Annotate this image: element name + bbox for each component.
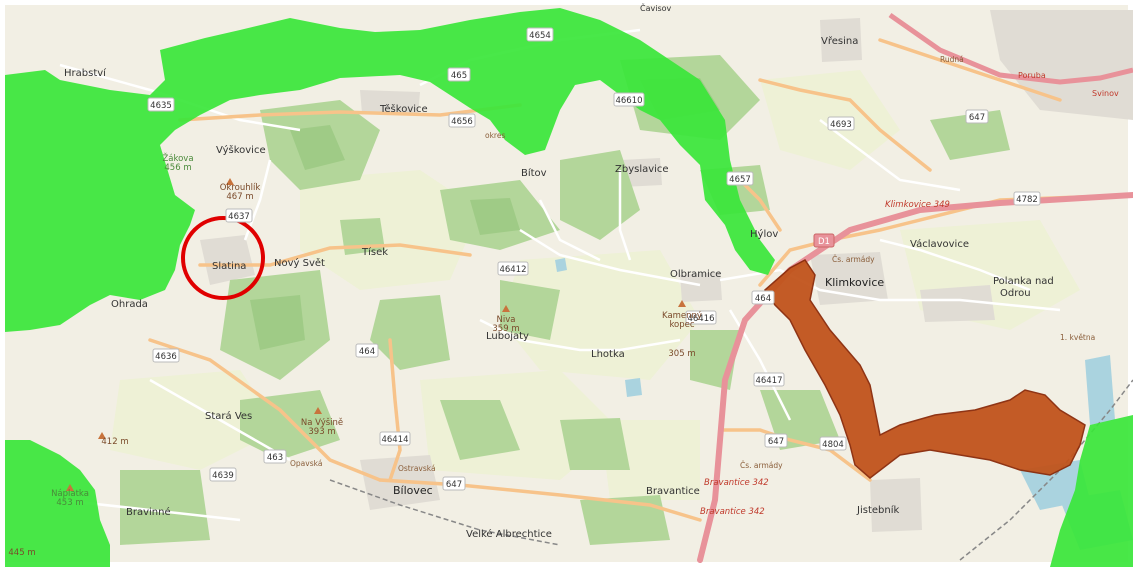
peak-niva-height: 359 m: [492, 324, 519, 334]
place-lhotka: Lhotka: [591, 349, 625, 360]
place-klimkovice: Klimkovice: [825, 276, 884, 289]
peak-kamenny-name2: kopec: [669, 320, 694, 330]
road-463: 463: [267, 453, 283, 463]
motorway-north: [888, 12, 1133, 85]
place-bravantice: Bravantice: [646, 486, 700, 497]
peak-niva-name: Niva: [497, 315, 516, 325]
road-464: 464: [359, 347, 375, 357]
peak-markers: [66, 178, 686, 491]
road-46412: 46412: [499, 265, 526, 275]
place-zbyslavice: Zbyslavice: [615, 164, 669, 175]
label-rudna: Rudná: [940, 55, 964, 64]
road-4657: 4657: [729, 175, 751, 185]
road-shields: [147, 27, 1041, 491]
label-cs-armady-south: Čs. armády: [740, 461, 783, 470]
road-4637: 4637: [228, 212, 250, 222]
road-number-labels: 4635 465 4654 4656 46610 4637 46412 4657…: [150, 31, 1038, 490]
place-polanka-line1: Polanka nad: [993, 276, 1054, 287]
road-4693: 4693: [830, 120, 852, 130]
peak-kamenny-name: Kamenný: [662, 311, 702, 321]
place-slatina: Slatina: [212, 261, 246, 272]
place-cavisov: Čavisov: [640, 2, 672, 13]
label-klimkovice-349: Klimkovice 349: [885, 200, 950, 210]
place-polanka-line2: Odrou: [1000, 288, 1031, 299]
peak-navysine-height: 393 m: [308, 427, 335, 437]
place-bravinne: Bravinné: [126, 506, 171, 518]
road-464x: 464: [755, 294, 771, 304]
place-hylov: Hýlov: [750, 228, 778, 240]
peak-412: 412 m: [101, 437, 128, 447]
road-4654: 4654: [529, 31, 551, 41]
place-bilovec: Bílovec: [393, 484, 433, 497]
place-vresina: Vřesina: [821, 35, 858, 47]
road-46417: 46417: [755, 376, 782, 386]
peak-okrouhlik-height: 467 m: [226, 192, 253, 202]
place-lubojaty: Lubojaty: [486, 331, 529, 342]
label-cs-armady-north: Čs. armády: [832, 255, 875, 264]
small-labels: Klimkovice 349 Bravantice 342 Bravantice…: [290, 55, 1119, 517]
place-teskovice: Těškovice: [379, 103, 428, 115]
label-kvetna: 1. května: [1060, 333, 1095, 342]
place-velke-albrechtice: Velké Albrechtice: [466, 528, 552, 540]
slatina-circle-marker[interactable]: [181, 216, 265, 300]
place-stara-ves: Stará Ves: [205, 410, 252, 422]
peak-445: 445 m: [8, 548, 35, 558]
place-olbramice: Olbramice: [670, 269, 721, 280]
highlight-green-north[interactable]: [5, 8, 775, 332]
road-46416: 46416: [687, 314, 714, 324]
road-647-east: 647: [768, 437, 784, 447]
place-labels: Hrabství Výškovice Těškovice Slatina Nov…: [64, 2, 1054, 540]
label-ostravska: Ostravská: [398, 464, 436, 473]
label-bravantice-342b: Bravantice 342: [700, 507, 765, 517]
road-647-north: 647: [969, 113, 985, 123]
road-4656: 4656: [451, 117, 473, 127]
highlight-green-southwest[interactable]: [5, 440, 110, 567]
road-4635: 4635: [150, 101, 172, 111]
road-4782: 4782: [1016, 195, 1038, 205]
label-opavska: Opavská: [290, 459, 322, 468]
peak-naplacka-name: Náplatka: [51, 489, 89, 499]
road-46610: 46610: [615, 96, 642, 106]
label-okres: okres: [485, 131, 505, 140]
railway-east: [959, 379, 1133, 561]
road-4639: 4639: [212, 471, 234, 481]
railway-bilovec: [329, 479, 561, 546]
place-tisek: Tísek: [361, 246, 388, 258]
place-hrabstvi: Hrabství: [64, 67, 107, 79]
peak-zakova-name: Žákova: [162, 152, 193, 164]
peak-kamenny-height: 305 m: [668, 349, 695, 359]
road-465: 465: [451, 71, 467, 81]
road-4804: 4804: [822, 440, 844, 450]
place-novy-svet: Nový Svět: [274, 257, 325, 269]
highlight-green-southeast[interactable]: [1050, 415, 1133, 567]
highlight-brown-corridor[interactable]: [764, 259, 1086, 479]
place-bitov: Bítov: [521, 167, 547, 179]
label-bravantice-342a: Bravantice 342: [704, 478, 769, 488]
peak-okrouhlik-name: Okrouhlík: [220, 183, 261, 193]
place-vaclavovice: Václavovice: [910, 238, 969, 250]
road-647-south: 647: [446, 480, 462, 490]
road-46414: 46414: [381, 435, 408, 445]
place-ohrada: Ohrada: [111, 299, 148, 310]
peak-zakova-height: 456 m: [164, 163, 191, 173]
label-poruba: Poruba: [1018, 71, 1046, 80]
peak-labels: Okrouhlík 467 m Niva 359 m Kamenný kopec…: [8, 152, 702, 558]
farmland-layer: [110, 70, 1080, 500]
peak-naplacka-height: 453 m: [56, 498, 83, 508]
peak-navysine-name: Na Výšině: [301, 417, 343, 428]
place-vyskovice: Výškovice: [216, 144, 266, 156]
label-svinov: Svinov: [1092, 89, 1119, 98]
road-4636: 4636: [155, 352, 177, 362]
road-d1: D1: [818, 237, 830, 247]
place-jistebnik: Jistebník: [856, 504, 899, 516]
